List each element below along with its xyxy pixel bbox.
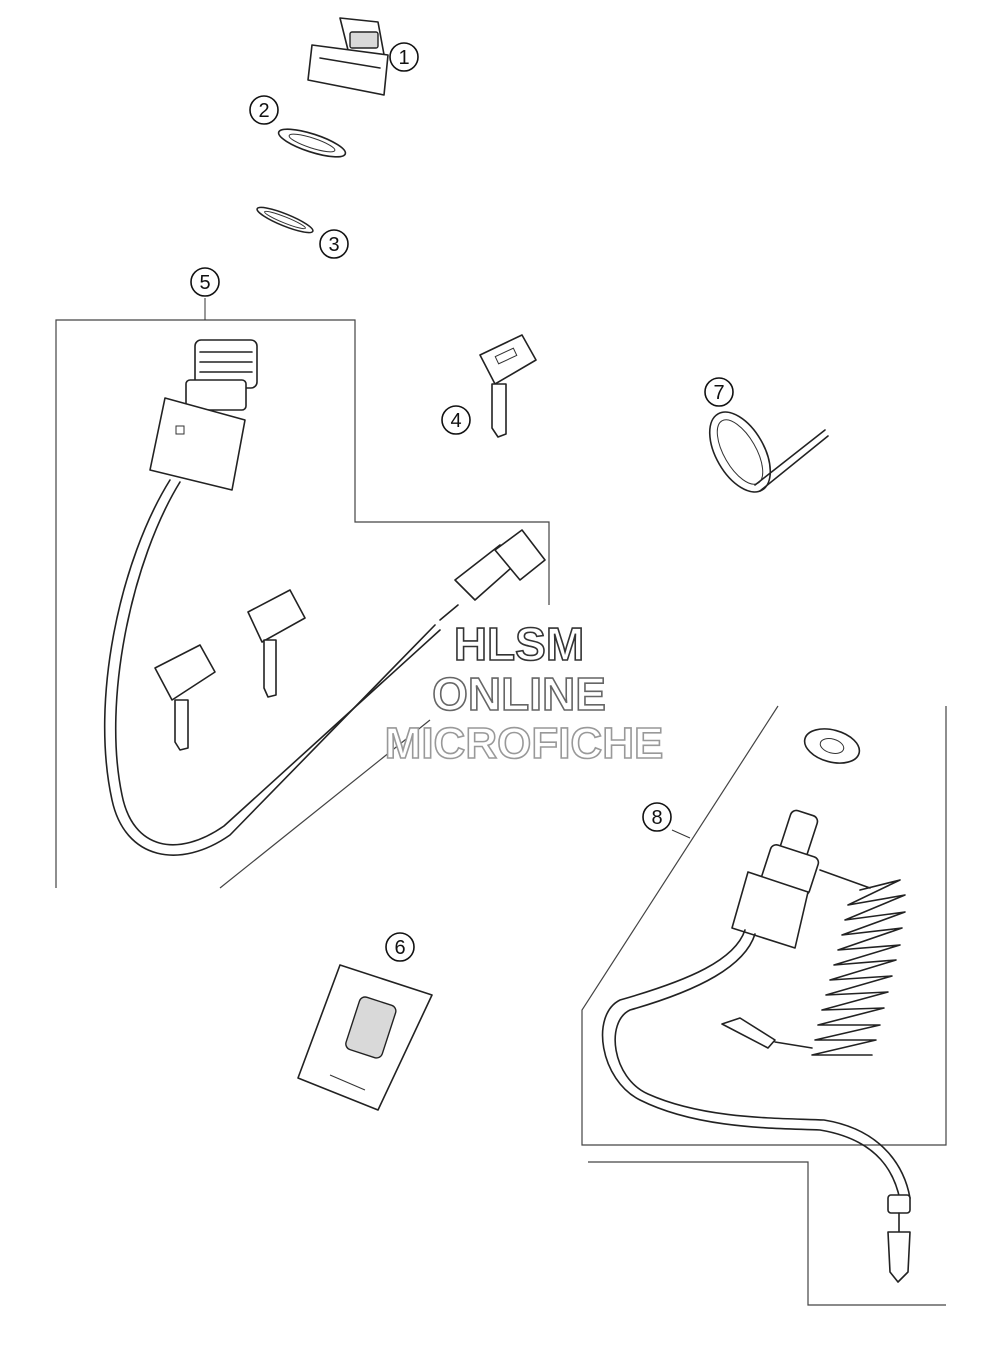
- watermark-line-3: MICROFICHE: [385, 719, 664, 768]
- part-1-cap[interactable]: [307, 17, 389, 96]
- callout-4: 4: [441, 405, 471, 435]
- watermark: HLSM ONLINE MICROFICHE: [384, 617, 664, 769]
- part-6-info-card[interactable]: [297, 964, 433, 1111]
- callout-6: 6: [385, 932, 415, 962]
- callout-5: 5: [190, 267, 220, 297]
- callout-7-label: 7: [713, 382, 724, 404]
- callout-2: 2: [249, 95, 279, 125]
- part-8-kill-switch[interactable]: [601, 723, 911, 1283]
- callout-7: 7: [704, 377, 734, 407]
- callout-6-label: 6: [394, 937, 405, 959]
- callout-1-label: 1: [398, 47, 409, 69]
- part-7-cable-tie[interactable]: [697, 402, 829, 502]
- watermark-line-2: ONLINE: [432, 668, 606, 720]
- part-8-frame: [581, 705, 947, 1306]
- watermark-line-1: HLSM: [454, 618, 584, 670]
- callout-2-label: 2: [258, 100, 269, 122]
- callout-1: 1: [389, 42, 419, 72]
- callout-8: 8: [642, 802, 672, 832]
- part-5-frame: [55, 319, 550, 889]
- callout-5-label: 5: [199, 272, 210, 294]
- part-3-o-ring[interactable]: [255, 203, 315, 237]
- part-2-washer[interactable]: [276, 124, 348, 163]
- part-5-ignition-lock[interactable]: [103, 339, 546, 856]
- callout-3-label: 3: [328, 234, 339, 256]
- callout-3: 3: [319, 229, 349, 259]
- callout-4-label: 4: [450, 410, 461, 432]
- part-4-key[interactable]: [479, 334, 537, 438]
- callout-8-label: 8: [651, 807, 662, 829]
